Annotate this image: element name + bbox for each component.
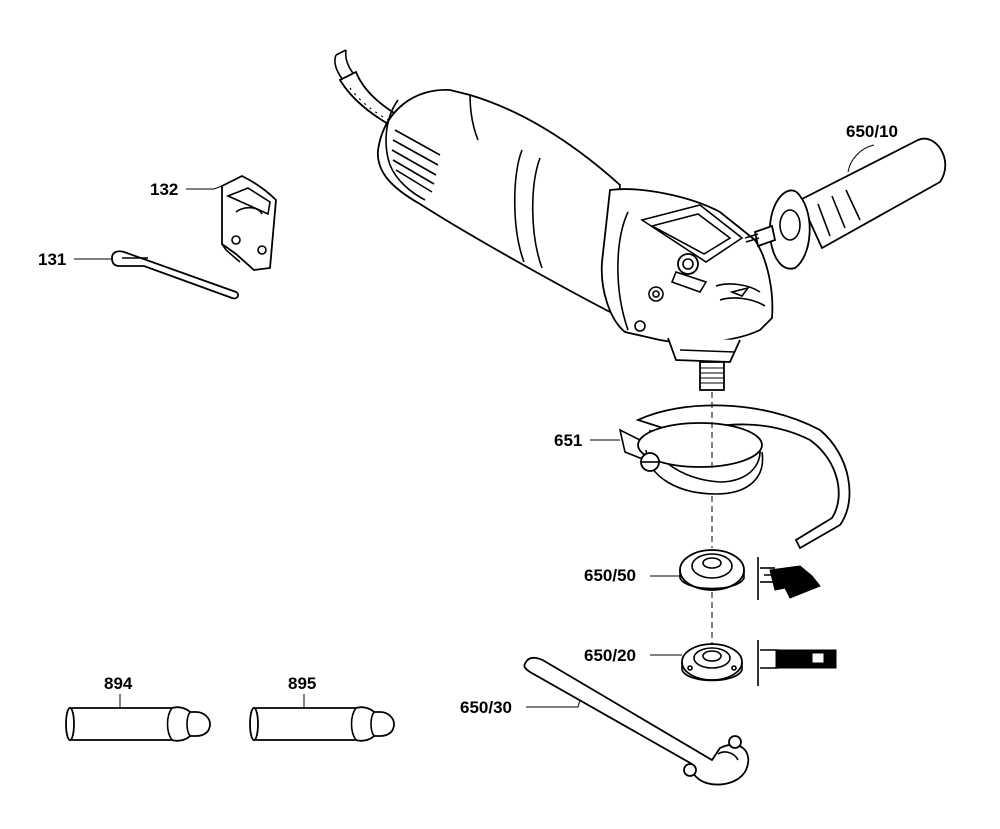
backing-flange — [679, 549, 745, 591]
label-650-20: 650/20 — [584, 646, 636, 665]
hex-key — [111, 250, 239, 300]
clamping-nut — [681, 643, 743, 682]
label-131: 131 — [38, 250, 67, 269]
nut-cross-section — [757, 640, 837, 686]
leader-lines — [74, 144, 875, 708]
label-894: 894 — [104, 674, 133, 693]
side-handle — [744, 137, 947, 270]
flange-cross-section — [757, 557, 821, 600]
label-650-30: 650/30 — [460, 698, 512, 717]
label-132: 132 — [150, 180, 179, 199]
grease-tube-895 — [249, 706, 395, 742]
angle-grinder-housing — [377, 89, 621, 314]
label-650-50: 650/50 — [584, 566, 636, 585]
bracket — [221, 174, 277, 271]
wheel-guard — [618, 404, 851, 550]
label-651: 651 — [554, 431, 583, 450]
label-650-10: 650/10 — [846, 122, 898, 141]
spanner-wrench — [523, 656, 750, 786]
label-895: 895 — [288, 674, 317, 693]
grease-tube-894 — [65, 706, 211, 742]
gear-head — [600, 188, 774, 391]
